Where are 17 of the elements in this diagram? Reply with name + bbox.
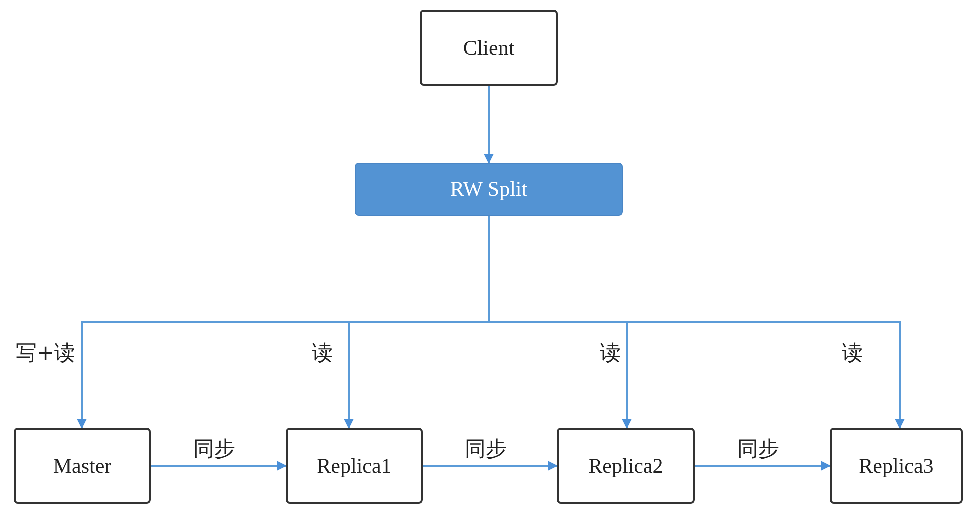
edge-label: 同步 bbox=[194, 439, 236, 460]
edge-label: 同步 bbox=[738, 439, 780, 460]
arrow bbox=[423, 461, 558, 471]
server-box: Replica1 bbox=[286, 428, 423, 504]
arrow bbox=[151, 461, 287, 471]
process-box: RW Split bbox=[355, 163, 623, 216]
client-box: Client bbox=[420, 10, 558, 86]
server-box: Replica3 bbox=[830, 428, 963, 504]
server-box: Replica2 bbox=[557, 428, 695, 504]
edge-label: 同步 bbox=[465, 439, 507, 460]
edge-label: 读 bbox=[600, 343, 621, 364]
server-box: Master bbox=[14, 428, 151, 504]
edge-label: 读 bbox=[312, 343, 333, 364]
arrow bbox=[484, 86, 494, 164]
edge-label: 写+读 bbox=[16, 343, 76, 364]
arrow bbox=[695, 461, 831, 471]
edge-label: 读 bbox=[842, 343, 863, 364]
